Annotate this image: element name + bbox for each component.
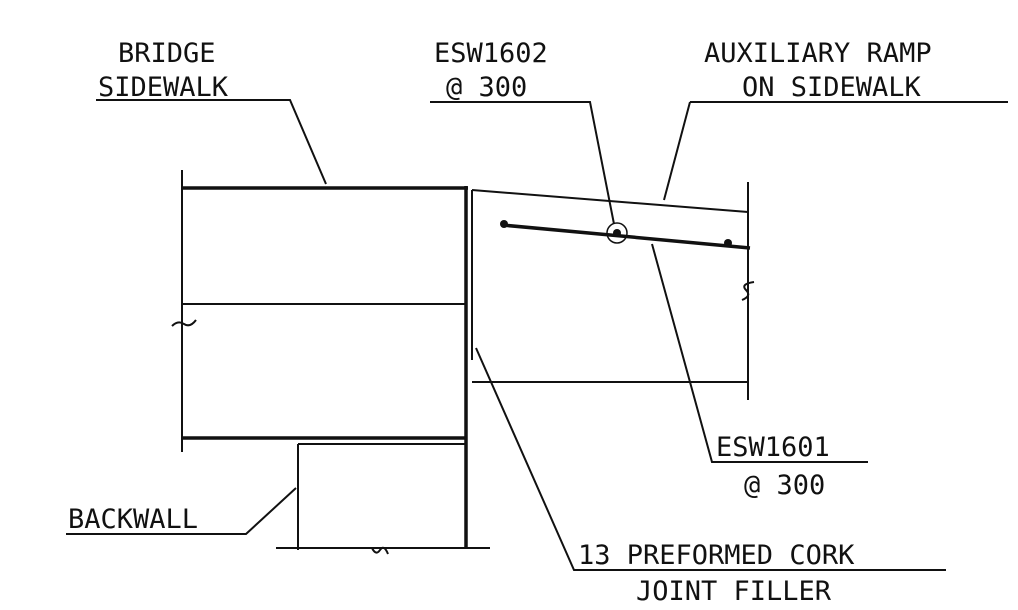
label-backwall: BACKWALL xyxy=(68,504,198,535)
label-bridge-line2: SIDEWALK xyxy=(98,72,229,103)
label-cork-line2: JOINT FILLER xyxy=(636,576,832,607)
bridge-sidewalk-slab xyxy=(171,170,468,452)
label-esw1602-line2: @ 300 xyxy=(446,72,527,103)
label-esw1601-line2: @ 300 xyxy=(744,470,825,501)
label-esw1602-line1: ESW1602 xyxy=(434,38,548,69)
cork-joint-filler xyxy=(464,186,473,548)
leader-lines xyxy=(66,99,1008,571)
rebar-esw1602-marker xyxy=(606,222,628,244)
rebar-dot-right xyxy=(724,239,732,247)
backwall xyxy=(276,443,490,555)
label-cork-line1: 13 PREFORMED CORK xyxy=(578,540,855,571)
label-bridge-line1: BRIDGE xyxy=(118,38,216,69)
label-aux-ramp-line1: AUXILIARY RAMP xyxy=(704,38,932,69)
label-aux-ramp-line2: ON SIDEWALK xyxy=(742,72,922,103)
label-esw1601-line1: ESW1601 xyxy=(716,432,830,463)
rebar-dot-left xyxy=(500,220,508,228)
